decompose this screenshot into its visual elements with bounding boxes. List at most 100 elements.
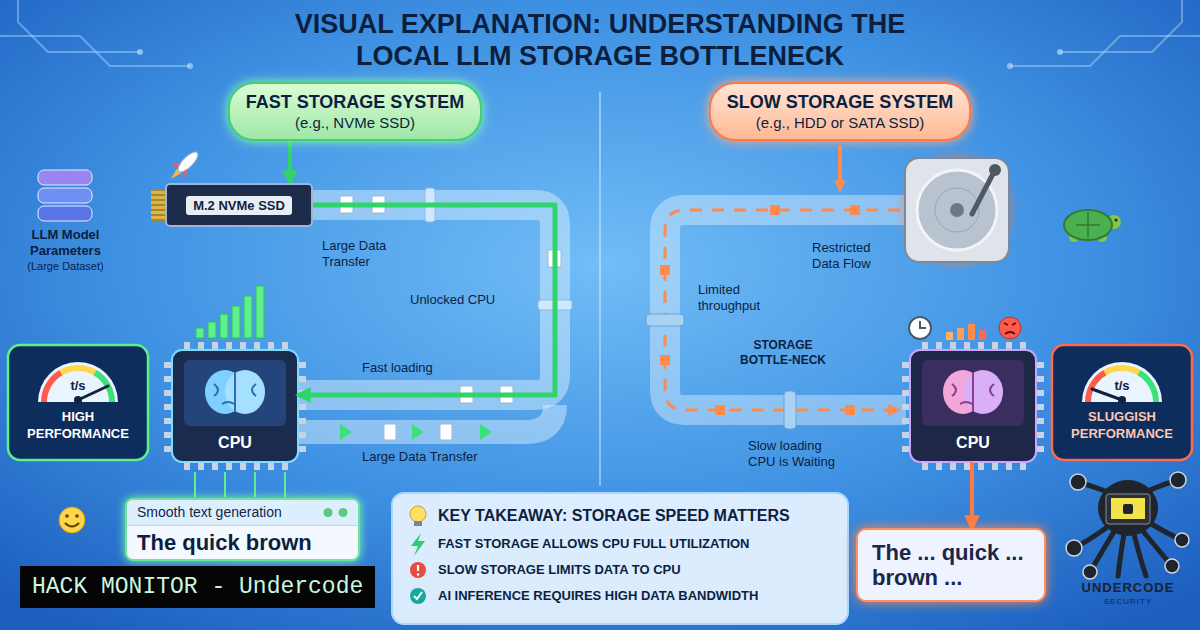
flow-chevron [340,424,352,440]
diagram-title: VISUAL EXPLANATION: UNDERSTANDING THE LO… [270,8,930,72]
tentacle-icon [1083,565,1097,579]
pipe-pinch [646,314,684,326]
gauge-art [8,345,148,460]
takeaway-point: FAST STORAGE ALLOWS CPU FULL UTILIZATION [438,531,838,557]
tentacle-icon [1066,540,1082,556]
smiley-mouth [65,523,79,527]
bar [968,324,975,340]
flow-label: Large Data Transfer [322,238,404,270]
node-subtitle: (Large Dataset) [8,259,123,273]
slow-input-arrow [838,146,842,190]
gauge-band [1105,368,1139,373]
bar [256,286,264,338]
brand-name: UNDERCODE [1082,580,1175,595]
circuit-dot [1057,49,1063,55]
pipe-pinch [784,391,796,429]
stack-layer [38,206,92,221]
bar [946,332,953,340]
flow-arrow [288,141,292,183]
chip-label: CPU [956,433,990,452]
hdd-pivot [989,164,1001,176]
slow-pipe [646,146,906,429]
chip-label: CPU [218,433,252,452]
tentacle [1134,534,1146,576]
tentacle-icon [1165,559,1179,573]
gauge-unit: t/s [1052,378,1192,394]
bar [196,328,204,338]
data-block [770,205,780,215]
speed-gauge: t/sHIGH PERFORMANCE [8,345,148,460]
smiley-eye [75,514,79,518]
speed-gauge: t/sSLUGGISH PERFORMANCE [1052,345,1192,460]
data-document [384,424,396,440]
tentacle-icon [1175,533,1189,547]
data-block [845,405,855,415]
bar [232,306,240,338]
warning-dot [417,573,420,576]
fast-pipe [298,188,572,440]
pipe [665,210,906,410]
wire [194,472,196,497]
storage-pill: FAST STORAGE SYSTEM(e.g., NVMe SSD) [228,82,483,141]
gauge-unit: t/s [8,378,148,394]
turtle-eye [1115,219,1118,222]
flow-label: Unlocked CPU [410,292,495,308]
tentacle [1118,534,1124,576]
chip-pins [902,362,910,452]
flow-chevron [412,424,424,440]
ssd-module: M.2 NVMe SSD [165,183,313,227]
flow-arrow [970,462,974,528]
bar [244,296,252,338]
circuit-wires [195,472,285,497]
chip-pins [922,342,1028,350]
bulb-icon [410,506,426,522]
bar [979,330,986,340]
brain-folds [214,372,256,412]
turtle-icon [1064,210,1121,242]
smiley-eye [65,514,69,518]
angry-features [1004,323,1016,334]
bar [220,314,228,338]
brand-tagline: SECURITY [1104,597,1152,607]
chip-pins [164,362,172,452]
clock-hands [920,321,926,328]
data-block [850,205,860,215]
slow-flow-line [665,210,900,410]
chip-body [172,350,298,462]
angry-face [999,317,1021,339]
chip-core [922,360,1024,426]
pipe [298,405,555,432]
hdd-glow [895,148,1019,272]
gauge-band [1088,373,1105,402]
cpu-chip-art [906,346,1040,466]
chip-pins [184,462,290,470]
hdd-arm [972,170,995,214]
warning-mark [417,565,419,571]
cpu-chip: CPU [172,350,298,462]
data-block [660,355,670,365]
output-window: The ... quick ... brown ... [856,528,1046,602]
circuit-trace [1060,0,1182,52]
waiting-icons [909,317,1021,340]
smiley-face [59,507,85,533]
generated-text: The ... quick ... brown ... [872,540,1030,590]
cpu-chip-art [168,346,302,466]
circuit-trace [18,0,140,52]
brain-folds [952,372,994,412]
generated-text: The quick brown [127,526,358,559]
chip-pins [1036,362,1044,452]
gauge-status: SLUGGISH PERFORMANCE [1062,408,1182,442]
chip-pins [922,462,1028,470]
flow-label: Restricted Data Flow [812,240,897,272]
takeaway-point: SLOW STORAGE LIMITS DATA TO CPU [438,557,838,583]
takeaway-point: AI INFERENCE REQUIRES HIGH DATA BANDWIDT… [438,583,838,609]
mascot-lock [1123,504,1133,514]
brain-half [963,370,1003,414]
circuit-dot [137,49,143,55]
output-window: Smooth text generationThe quick brown [125,498,360,561]
stack-layer [38,188,92,203]
ssd-label: M.2 NVMe SSD [186,196,292,215]
pipe [298,205,555,395]
gauge-hub [74,396,82,404]
